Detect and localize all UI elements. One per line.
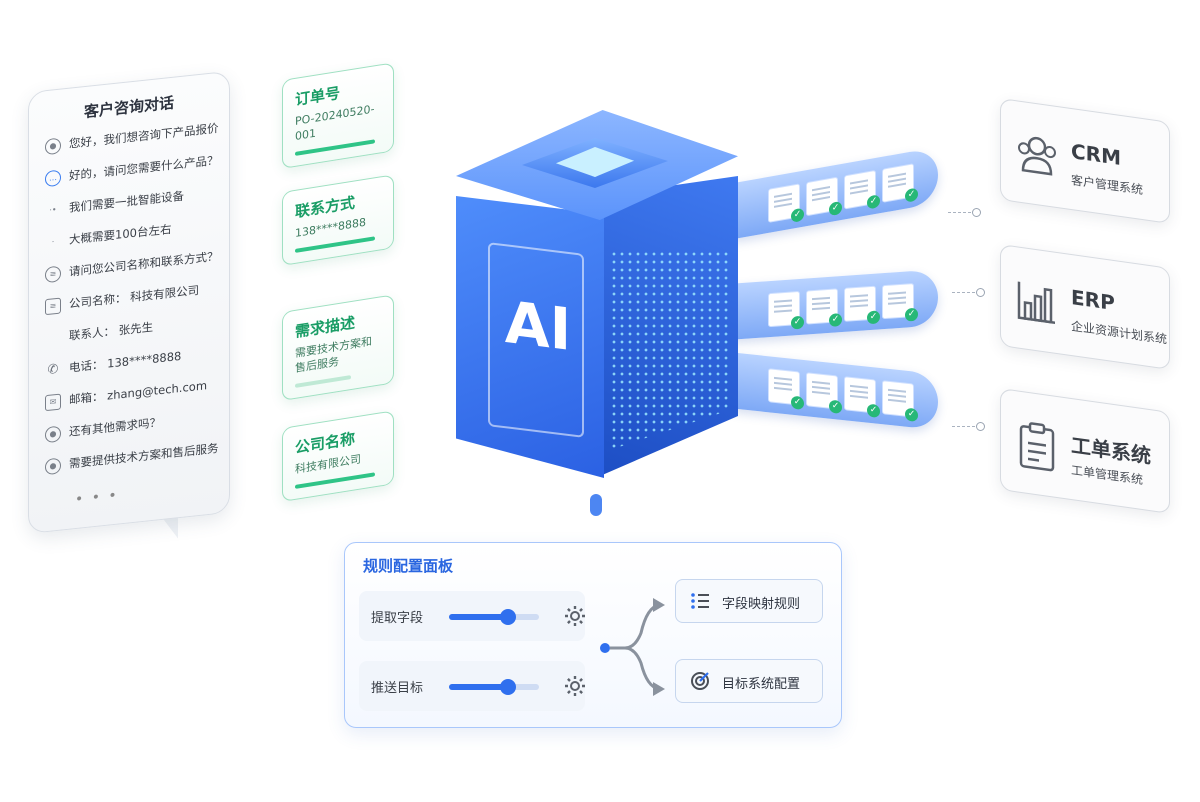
document-icon: ✓: [768, 183, 804, 223]
phone-icon: ✆: [47, 361, 59, 378]
document-icon: ✓: [882, 380, 918, 422]
ai-cube-front: [456, 196, 604, 478]
user-icon: ●: [45, 425, 61, 444]
panel-title: 规则配置面板: [363, 557, 454, 575]
chat-title: 客户咨询对话: [83, 93, 174, 122]
connector-line: [948, 212, 976, 213]
document-icon: ✓: [882, 163, 918, 203]
extract-field-slider[interactable]: [449, 609, 539, 625]
document-icon: ✓: [806, 176, 842, 217]
control-label: 推送目标: [371, 681, 424, 696]
rule-config-panel: 规则配置面板 提取字段 推送目标 字: [344, 542, 842, 728]
system-name: ERP: [1071, 284, 1115, 316]
target-icon: [691, 672, 709, 690]
connector-plug-icon: [590, 494, 602, 516]
system-name: CRM: [1071, 138, 1121, 171]
ai-cube-circuit: [610, 250, 730, 450]
user-icon: ●: [45, 457, 61, 476]
connector-dot: [976, 288, 985, 297]
button-label: 目标系统配置: [722, 677, 801, 692]
chat-message-list: ●您好，我们想咨询下产品报价 …好的，请问您需要什么产品？ ·•我们需要一批智能…: [45, 121, 219, 491]
document-icon: ✓: [844, 285, 880, 325]
branch-arrows: [600, 598, 665, 696]
document-icon: ✓: [844, 376, 880, 418]
extract-field-control: 提取字段: [359, 591, 585, 641]
system-card-crm: CRM 客户管理系统: [1000, 98, 1170, 224]
list-icon: [691, 593, 709, 609]
chat-message-text: 您好，我们想咨询下产品报价: [69, 120, 219, 151]
system-desc: 客户管理系统: [1071, 172, 1144, 198]
field-mapping-rules-button[interactable]: 字段映射规则: [675, 579, 823, 623]
connector-dot: [976, 422, 985, 431]
system-card-ticket: 工单系统 工单管理系统: [1000, 388, 1170, 514]
ai-label: AI: [504, 287, 572, 365]
system-card-erp: ERP 企业资源计划系统: [1000, 244, 1170, 370]
connector-line: [952, 426, 980, 427]
button-label: 字段映射规则: [722, 597, 801, 612]
field-card-contact: 联系方式 138****8888: [282, 174, 394, 266]
slider-knob[interactable]: [499, 679, 516, 695]
chat-ellipsis: • • •: [75, 487, 119, 509]
document-icon: ✓: [768, 290, 804, 330]
document-icon: ≡: [45, 297, 61, 316]
control-label: 提取字段: [371, 611, 424, 626]
chat-panel: 客户咨询对话 ●您好，我们想咨询下产品报价 …好的，请问您需要什么产品？ ·•我…: [28, 70, 230, 534]
push-target-slider[interactable]: [449, 679, 539, 695]
gear-icon[interactable]: [563, 674, 587, 698]
typing-icon: ·: [51, 237, 55, 247]
mail-icon: ✉: [45, 393, 61, 412]
people-icon: [1018, 136, 1056, 176]
document-icon: ✓: [844, 169, 880, 210]
document-icon: ✓: [768, 368, 804, 410]
field-card-order-number: 订单号 PO-20240520-001: [282, 62, 394, 170]
data-pipe: ✓ ✓ ✓ ✓: [728, 352, 938, 431]
gear-icon[interactable]: [563, 604, 587, 628]
document-icon: ✓: [806, 372, 842, 414]
document-icon: ✓: [882, 282, 918, 322]
system-desc: 企业资源计划系统: [1071, 318, 1168, 347]
connector-dot: [972, 208, 981, 217]
clipboard-icon: [1019, 422, 1055, 472]
push-target-control: 推送目标: [359, 661, 585, 711]
field-card-company: 公司名称 科技有限公司: [282, 410, 394, 502]
spacer-icon: [45, 330, 61, 348]
user-icon: ●: [45, 137, 61, 156]
field-card-requirement: 需求描述 需要技术方案和售后服务: [282, 294, 394, 401]
document-icon: ✓: [806, 288, 842, 327]
field-card-bar: [295, 375, 351, 388]
connector-line: [952, 292, 980, 293]
slider-knob[interactable]: [499, 609, 516, 625]
typing-icon: ·•: [49, 204, 57, 215]
target-system-config-button[interactable]: 目标系统配置: [675, 659, 823, 703]
document-icon: ≡: [45, 265, 61, 284]
bar-chart-icon: [1017, 281, 1055, 324]
chat-bot-icon: …: [45, 169, 61, 188]
data-pipe: ✓ ✓ ✓ ✓: [728, 146, 938, 240]
data-pipe: ✓ ✓ ✓ ✓: [728, 269, 938, 340]
slider-fill: [449, 614, 508, 620]
slider-fill: [449, 684, 508, 690]
